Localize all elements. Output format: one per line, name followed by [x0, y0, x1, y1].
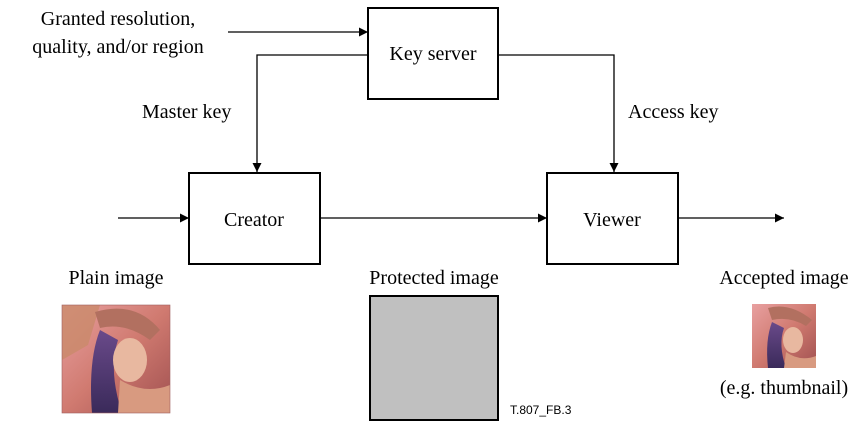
key-server-node: Key server — [367, 7, 499, 100]
plain-image-picture — [61, 304, 171, 414]
creator-label: Creator — [224, 209, 284, 231]
key-server-box — [367, 7, 499, 100]
access-key-label: Access key — [628, 101, 719, 123]
creator-box — [188, 172, 321, 265]
creator-node: Creator — [188, 172, 321, 265]
master-key-arrow — [252, 54, 368, 172]
protected-image-label: Protected image — [369, 267, 499, 289]
plain-image-label: Plain image — [69, 267, 164, 289]
input-label-line2: quality, and/or region — [32, 36, 203, 58]
figure-id: T.807_FB.3 — [510, 403, 572, 417]
master-key-label: Master key — [142, 101, 231, 123]
access-key-arrow — [498, 54, 619, 172]
accepted-image-label: Accepted image — [719, 267, 848, 289]
viewer-box — [546, 172, 679, 265]
key-server-label: Key server — [389, 43, 477, 65]
viewer-node: Viewer — [546, 172, 679, 265]
protected-image-picture — [369, 295, 499, 421]
accepted-image-note: (e.g. thumbnail) — [720, 377, 848, 399]
viewer-label: Viewer — [583, 209, 641, 231]
accepted-image-thumbnail — [752, 304, 816, 368]
input-label-line1: Granted resolution, — [41, 8, 195, 30]
